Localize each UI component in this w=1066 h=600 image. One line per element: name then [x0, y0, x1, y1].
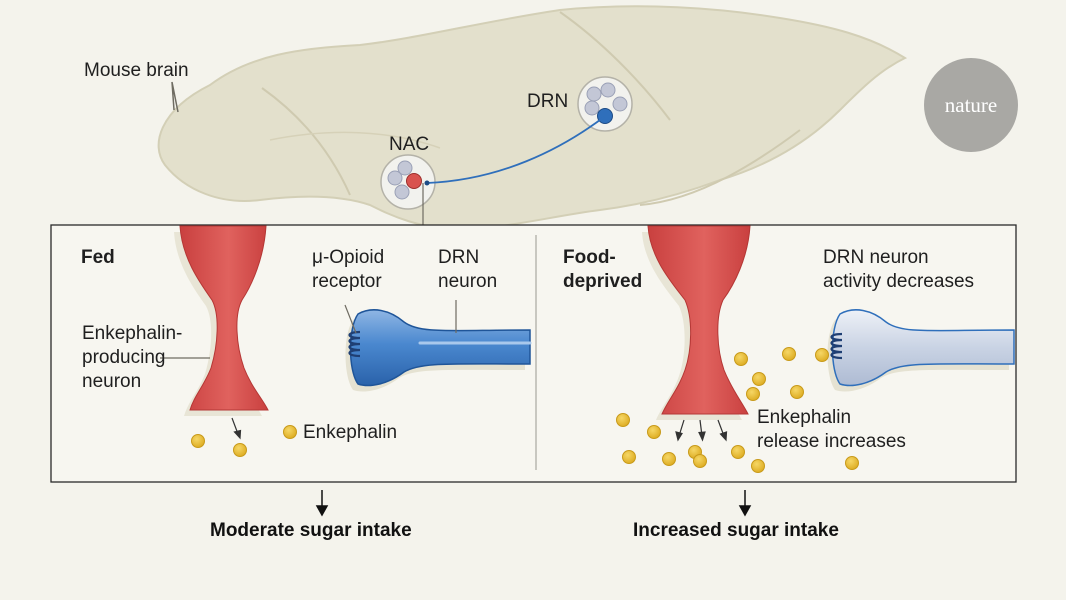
mouse-brain [157, 5, 908, 232]
enkephalin-legend-dot [283, 425, 297, 439]
drn-cluster [577, 76, 633, 132]
deprived-enkephalin-neuron [642, 225, 751, 420]
deprived-release-arrows [675, 419, 728, 442]
brain-label-line [171, 81, 179, 113]
enkephalin-label: Enkephalin [303, 422, 398, 443]
nac-label: NAC [389, 134, 430, 155]
fed-release-arrow [231, 417, 242, 440]
receptor-pointer-line [344, 304, 357, 334]
drn-label: DRN [527, 91, 569, 112]
fed-enkephalin-molecules [191, 425, 297, 457]
enkephalin-neuron-label: Enkephalin- producing neuron [82, 323, 183, 392]
deprived-outcome: Increased sugar intake [633, 520, 839, 541]
fed-outcome: Moderate sugar intake [210, 520, 412, 541]
drn-activity-label: DRN neuron activity decreases [823, 247, 975, 292]
nac-cluster [380, 154, 436, 225]
projection-terminal [424, 180, 430, 186]
nature-logo: nature [924, 58, 1018, 152]
deprived-enkephalin-molecules [616, 347, 859, 473]
fed-title: Fed [81, 247, 115, 268]
drn-neuron-label: DRN neuron [438, 247, 498, 292]
deprived-mu-opioid-receptor [830, 332, 843, 360]
fed-mu-opioid-receptor [348, 330, 361, 358]
drn-nac-projection [426, 116, 605, 184]
deprived-drn-neuron [827, 309, 1015, 392]
deprived-title: Food- deprived [563, 247, 643, 292]
fed-drn-neuron [345, 309, 532, 392]
deprived-outcome-arrow [738, 490, 752, 517]
mu-opioid-receptor-label: μ-Opioid receptor [312, 247, 385, 292]
fed-outcome-arrow [315, 490, 329, 517]
fed-enkephalin-neuron [174, 225, 269, 416]
release-increase-label: Enkephalin release increases [757, 407, 906, 452]
mouse-brain-label: Mouse brain [84, 60, 189, 81]
